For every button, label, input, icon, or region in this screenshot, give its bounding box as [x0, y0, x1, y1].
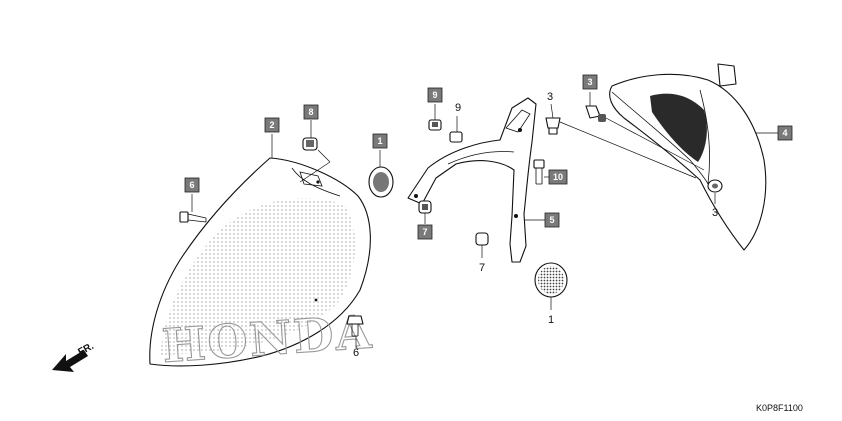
screw-9-right — [449, 131, 463, 143]
label-box-7: 7 — [417, 224, 433, 240]
bolt-6-lower — [346, 315, 364, 337]
diagram-part-code: K0P8F1100 — [756, 403, 803, 413]
label-plain-6: 6 — [353, 347, 359, 359]
label-plain-9: 9 — [455, 102, 461, 114]
label-box-2: 2 — [264, 117, 280, 133]
front-fender-part: HONDA — [149, 157, 375, 374]
nut-8 — [302, 137, 318, 151]
svg-text:9: 9 — [432, 90, 437, 100]
svg-text:10: 10 — [553, 172, 563, 182]
leader-lines — [191, 92, 778, 348]
svg-text:6: 6 — [189, 180, 194, 190]
label-plain-7: 7 — [479, 262, 485, 274]
screw-9-left — [428, 119, 442, 131]
svg-text:2: 2 — [269, 120, 274, 130]
front-arrow-label: FR. — [76, 341, 96, 358]
svg-text:1: 1 — [377, 136, 382, 146]
clip-3-right — [707, 179, 723, 193]
svg-text:3: 3 — [587, 77, 592, 87]
label-box-9: 9 — [427, 87, 443, 103]
label-box-5: 5 — [544, 212, 560, 228]
inner-fender-part — [609, 63, 767, 251]
grille-cap-upper — [368, 166, 394, 198]
front-arrow-icon — [52, 350, 88, 372]
clip-3-top — [545, 117, 561, 135]
svg-text:8: 8 — [308, 107, 313, 117]
nut-7-left — [418, 200, 432, 214]
nut-7-center — [475, 232, 489, 246]
svg-text:5: 5 — [549, 215, 554, 225]
label-plain-3-right: 3 — [712, 207, 718, 219]
clip-3-left — [585, 105, 606, 122]
label-box-10: 10 — [548, 169, 568, 185]
svg-text:7: 7 — [422, 227, 427, 237]
bolt-10 — [533, 159, 545, 185]
svg-text:4: 4 — [782, 128, 787, 138]
label-plain-1: 1 — [548, 314, 554, 326]
label-box-1: 1 — [372, 133, 388, 149]
label-box-4: 4 — [777, 125, 793, 141]
label-box-6: 6 — [184, 177, 200, 193]
grille-cap-lower — [534, 262, 568, 298]
label-plain-3-top: 3 — [547, 91, 553, 103]
fender-stay-part — [407, 97, 537, 263]
bolt-6-upper — [179, 211, 207, 223]
label-box-8: 8 — [303, 104, 319, 120]
front-direction-indicator: FR. — [52, 341, 96, 372]
label-box-3: 3 — [582, 74, 598, 90]
